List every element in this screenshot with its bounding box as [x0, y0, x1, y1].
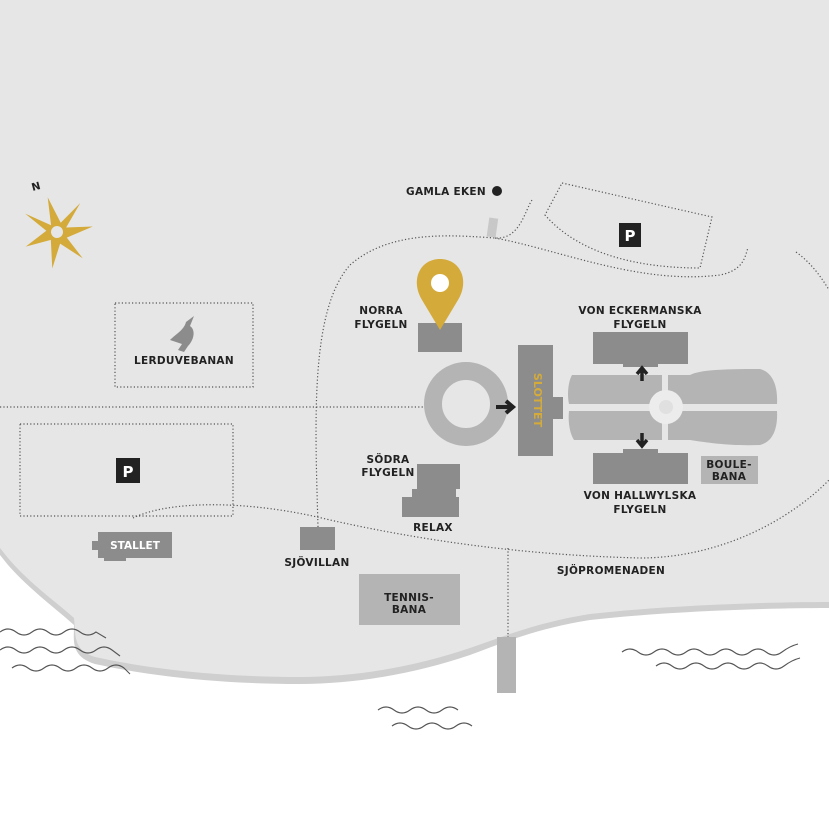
sjopromenaden-label: SJÖPROMENADEN — [557, 563, 665, 577]
von-hallwylska-building[interactable] — [593, 449, 688, 484]
arrow-right-icon — [496, 399, 517, 415]
slottet-building[interactable] — [518, 345, 553, 456]
sjovillan-building[interactable] — [300, 527, 335, 550]
stallet-label: STALLET — [110, 540, 161, 552]
roundabout — [424, 362, 508, 446]
von-hallwylska-label-2: FLYGELN — [613, 504, 666, 516]
norra-flygeln-label-1: NORRA — [359, 305, 403, 317]
von-eckermanska-label-1: VON ECKERMANSKA — [578, 305, 702, 317]
castle-garden — [568, 369, 778, 446]
compass-north-label: N — [30, 180, 42, 194]
bird-icon — [170, 316, 194, 352]
parking-north[interactable]: P — [619, 223, 641, 247]
pier[interactable] — [497, 637, 516, 693]
land — [0, 0, 829, 677]
norra-flygeln-label-2: FLYGELN — [354, 319, 407, 331]
tennisbana[interactable] — [359, 574, 460, 625]
relax-label: RELAX — [413, 522, 453, 534]
location-pin-icon[interactable] — [416, 259, 464, 330]
sodra-flygeln-building[interactable] — [402, 464, 460, 517]
sjovillan-label: SJÖVILLAN — [284, 555, 349, 569]
arrow-down-icon — [635, 433, 649, 449]
compass-rose-icon — [25, 197, 93, 269]
sodra-flygeln-label-1: SÖDRA — [367, 452, 410, 466]
arrow-up-icon — [635, 365, 649, 381]
parking-west[interactable]: P — [116, 458, 140, 483]
von-eckermanska-label-2: FLYGELN — [613, 319, 666, 331]
gate-marker — [486, 217, 499, 238]
parking-west-label: P — [123, 463, 134, 481]
boulebana-label-1: BOULE- — [706, 459, 751, 471]
tennisbana-label-2: BANA — [392, 604, 427, 616]
lerduvebanan-label: LERDUVEBANAN — [134, 355, 234, 367]
boulebana-label-2: BANA — [712, 471, 747, 483]
von-hallwylska-label-1: VON HALLWYLSKA — [584, 490, 697, 502]
von-eckermanska-building[interactable] — [593, 332, 688, 367]
slottet-label: SLOTTET — [531, 373, 544, 428]
gamla-eken-marker[interactable] — [492, 186, 502, 196]
stallet-building[interactable] — [92, 532, 172, 561]
parking-north-label: P — [625, 227, 636, 245]
tennisbana-label-1: TENNIS- — [384, 592, 434, 604]
walking-paths — [0, 182, 829, 640]
slottet-annex — [553, 397, 563, 419]
sodra-flygeln-label-2: FLYGELN — [361, 467, 414, 479]
boulebana[interactable] — [701, 456, 758, 484]
water-waves — [0, 628, 801, 730]
gamla-eken-label: GAMLA EKEN — [406, 186, 486, 198]
